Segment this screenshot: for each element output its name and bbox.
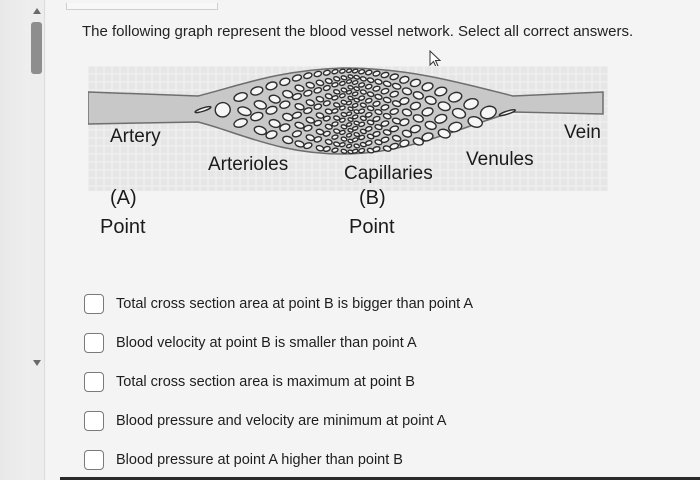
option-label: Total cross section area at point B is b… xyxy=(116,296,474,312)
checkbox-icon[interactable] xyxy=(84,294,104,314)
vein-label: Vein xyxy=(564,122,601,143)
vessel-network-outline xyxy=(88,67,604,155)
artery-label: Artery xyxy=(110,126,161,147)
checkbox-icon[interactable] xyxy=(84,450,104,470)
top-divider xyxy=(66,3,218,10)
scroll-up-arrow-icon[interactable] xyxy=(33,8,41,14)
option-5[interactable]: Blood pressure at point A higher than po… xyxy=(84,446,554,474)
point-a-word: Point xyxy=(100,216,146,238)
option-label: Blood velocity at point B is smaller tha… xyxy=(116,335,417,351)
option-3[interactable]: Total cross section area is maximum at p… xyxy=(84,368,554,396)
capillaries-label: Capillaries xyxy=(344,163,433,184)
point-a-letter: (A) xyxy=(110,187,137,209)
point-b-letter: (B) xyxy=(359,187,386,209)
option-label: Total cross section area is maximum at p… xyxy=(116,374,415,390)
option-4[interactable]: Blood pressure and velocity are minimum … xyxy=(84,407,554,435)
question-text: The following graph represent the blood … xyxy=(82,23,634,40)
arterioles-label: Arterioles xyxy=(208,154,289,175)
venules-label: Venules xyxy=(466,149,534,170)
capillary-mesh xyxy=(194,68,516,155)
option-1[interactable]: Total cross section area at point B is b… xyxy=(84,290,554,318)
checkbox-icon[interactable] xyxy=(84,411,104,431)
checkbox-icon[interactable] xyxy=(84,372,104,392)
checkbox-icon[interactable] xyxy=(84,333,104,353)
scroll-down-arrow-icon[interactable] xyxy=(33,360,41,366)
point-b-word: Point xyxy=(349,216,395,238)
scrollbar-thumb[interactable] xyxy=(31,22,42,74)
blood-vessel-diagram: Artery Arterioles Capillaries Venules Ve… xyxy=(88,66,608,248)
option-label: Blood pressure at point A higher than po… xyxy=(116,452,403,468)
option-2[interactable]: Blood velocity at point B is smaller tha… xyxy=(84,329,554,357)
bottom-edge xyxy=(60,477,700,480)
option-label: Blood pressure and velocity are minimum … xyxy=(116,413,447,429)
vessel-network-image xyxy=(88,66,608,191)
